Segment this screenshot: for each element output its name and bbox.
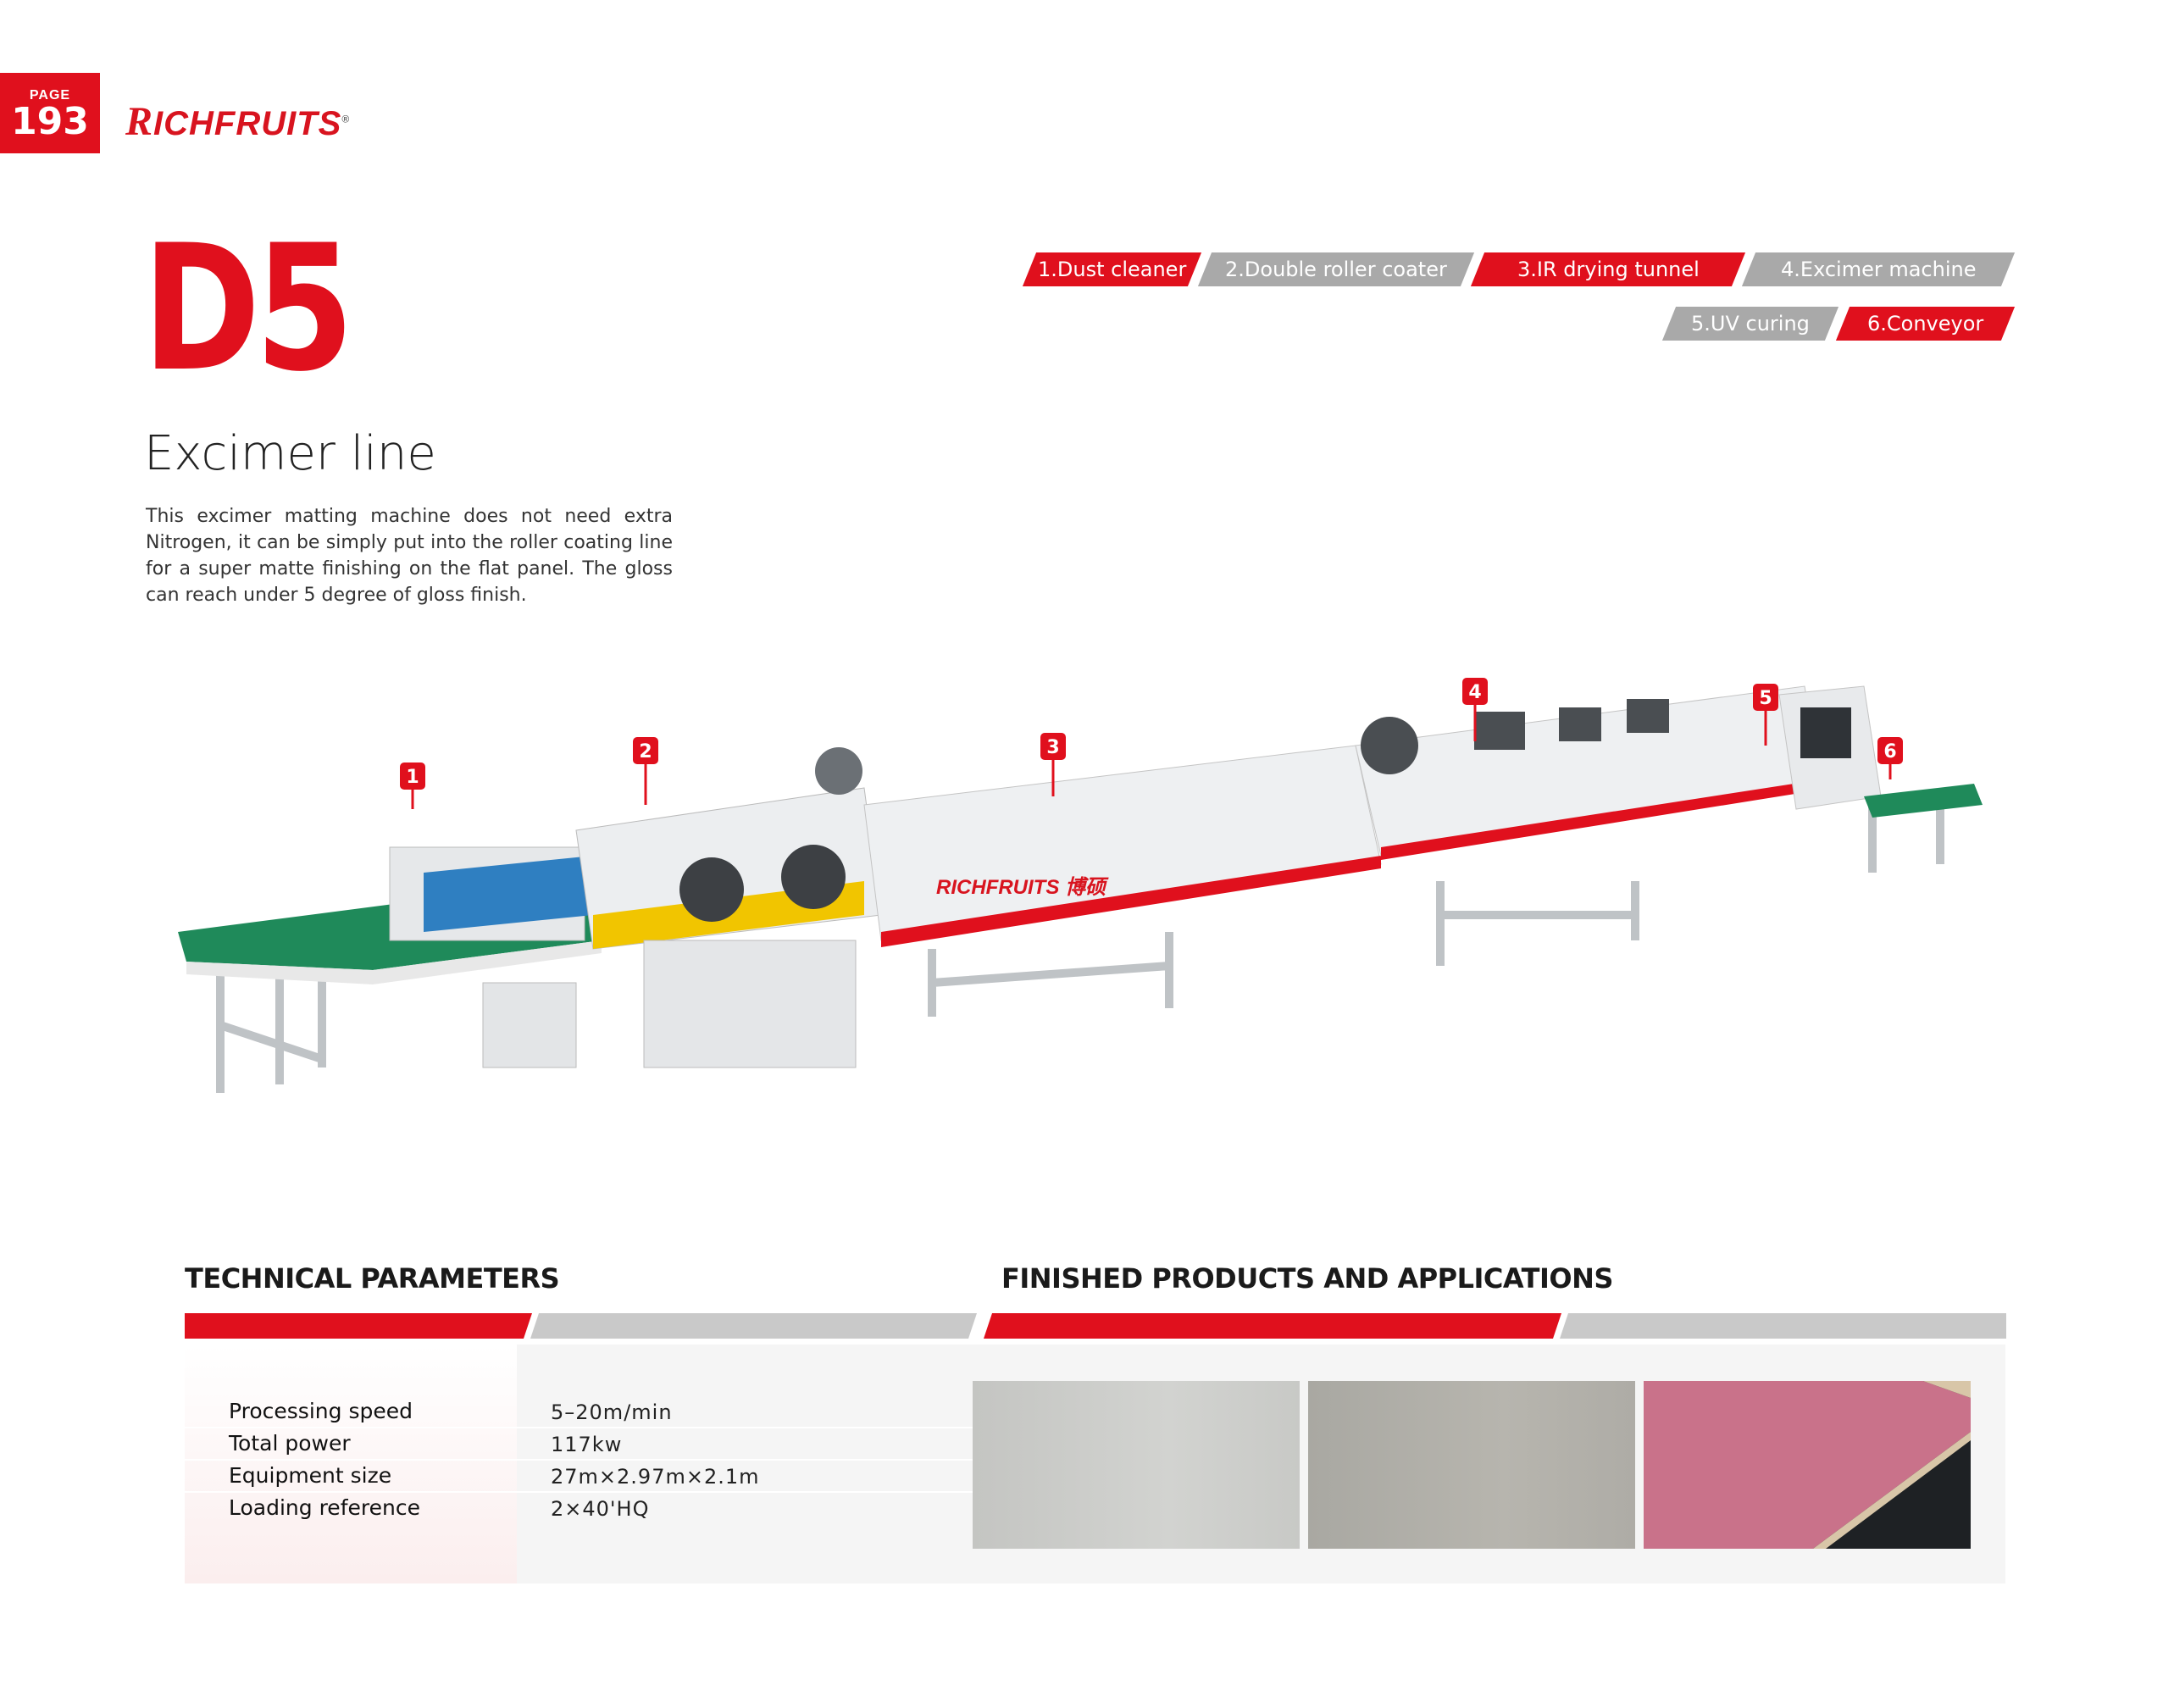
marker-4: 4: [1468, 682, 1481, 703]
machine-panel-brand: RICHFRUITS 博硕: [936, 876, 1109, 899]
product-description: This excimer matting machine does not ne…: [146, 506, 673, 606]
param-key: Processing speed: [229, 1399, 413, 1423]
logo-letter: R: [125, 99, 154, 144]
step-tag-2: 2.Double roller coater: [1197, 252, 1475, 286]
step-tag-1: 1.Dust cleaner: [1022, 252, 1202, 286]
sample-light-gray-panel: [973, 1381, 1300, 1549]
logo-text: ICHFRUITS: [153, 105, 342, 142]
excimer-line-machine-illustration: RICHFRUITS 博硕 1 2 3 4 5 6: [178, 678, 1983, 1093]
technical-parameters-heading: TECHNICAL PARAMETERS: [185, 1262, 560, 1295]
parameter-key-column: [185, 1345, 517, 1583]
page-label: PAGE: [29, 88, 71, 103]
table-row: Loading reference 2×40'HQ: [185, 1492, 973, 1523]
step-tag-4: 4.Excimer machine: [1741, 252, 2016, 286]
param-key: Equipment size: [229, 1463, 392, 1488]
param-value: 2×40'HQ: [551, 1497, 650, 1521]
marker-6: 6: [1883, 741, 1896, 762]
table-row: Total power 117kw: [185, 1428, 973, 1461]
step-tag-6: 6.Conveyor: [1835, 307, 2016, 341]
sample-pink-panel: [1644, 1381, 1971, 1549]
step-tag-3: 3.IR drying tunnel: [1470, 252, 1746, 286]
param-key: Total power: [229, 1431, 351, 1456]
marker-3: 3: [1046, 737, 1059, 758]
page-number-badge: PAGE 193: [0, 73, 100, 153]
marker-2: 2: [639, 741, 652, 762]
registered-mark: ®: [341, 113, 351, 125]
brand-logo: RICHFRUITS®: [125, 98, 350, 145]
section-divider-bars: [185, 1313, 2006, 1339]
param-value: 27m×2.97m×2.1m: [551, 1465, 760, 1489]
product-title: Excimer line: [144, 426, 436, 481]
sample-taupe-panel: [1308, 1381, 1635, 1549]
marker-1: 1: [406, 767, 419, 788]
table-row: Processing speed 5–20m/min: [185, 1395, 973, 1428]
page-number: 193: [11, 100, 89, 143]
table-row: Equipment size 27m×2.97m×2.1m: [185, 1460, 973, 1493]
applications-heading: FINISHED PRODUCTS AND APPLICATIONS: [1001, 1262, 1613, 1295]
param-value: 117kw: [551, 1433, 623, 1456]
param-value: 5–20m/min: [551, 1400, 673, 1424]
step-tag-5: 5.UV curing: [1661, 307, 1839, 341]
marker-5: 5: [1759, 688, 1772, 709]
model-code: D5: [142, 208, 354, 410]
param-key: Loading reference: [229, 1495, 420, 1520]
